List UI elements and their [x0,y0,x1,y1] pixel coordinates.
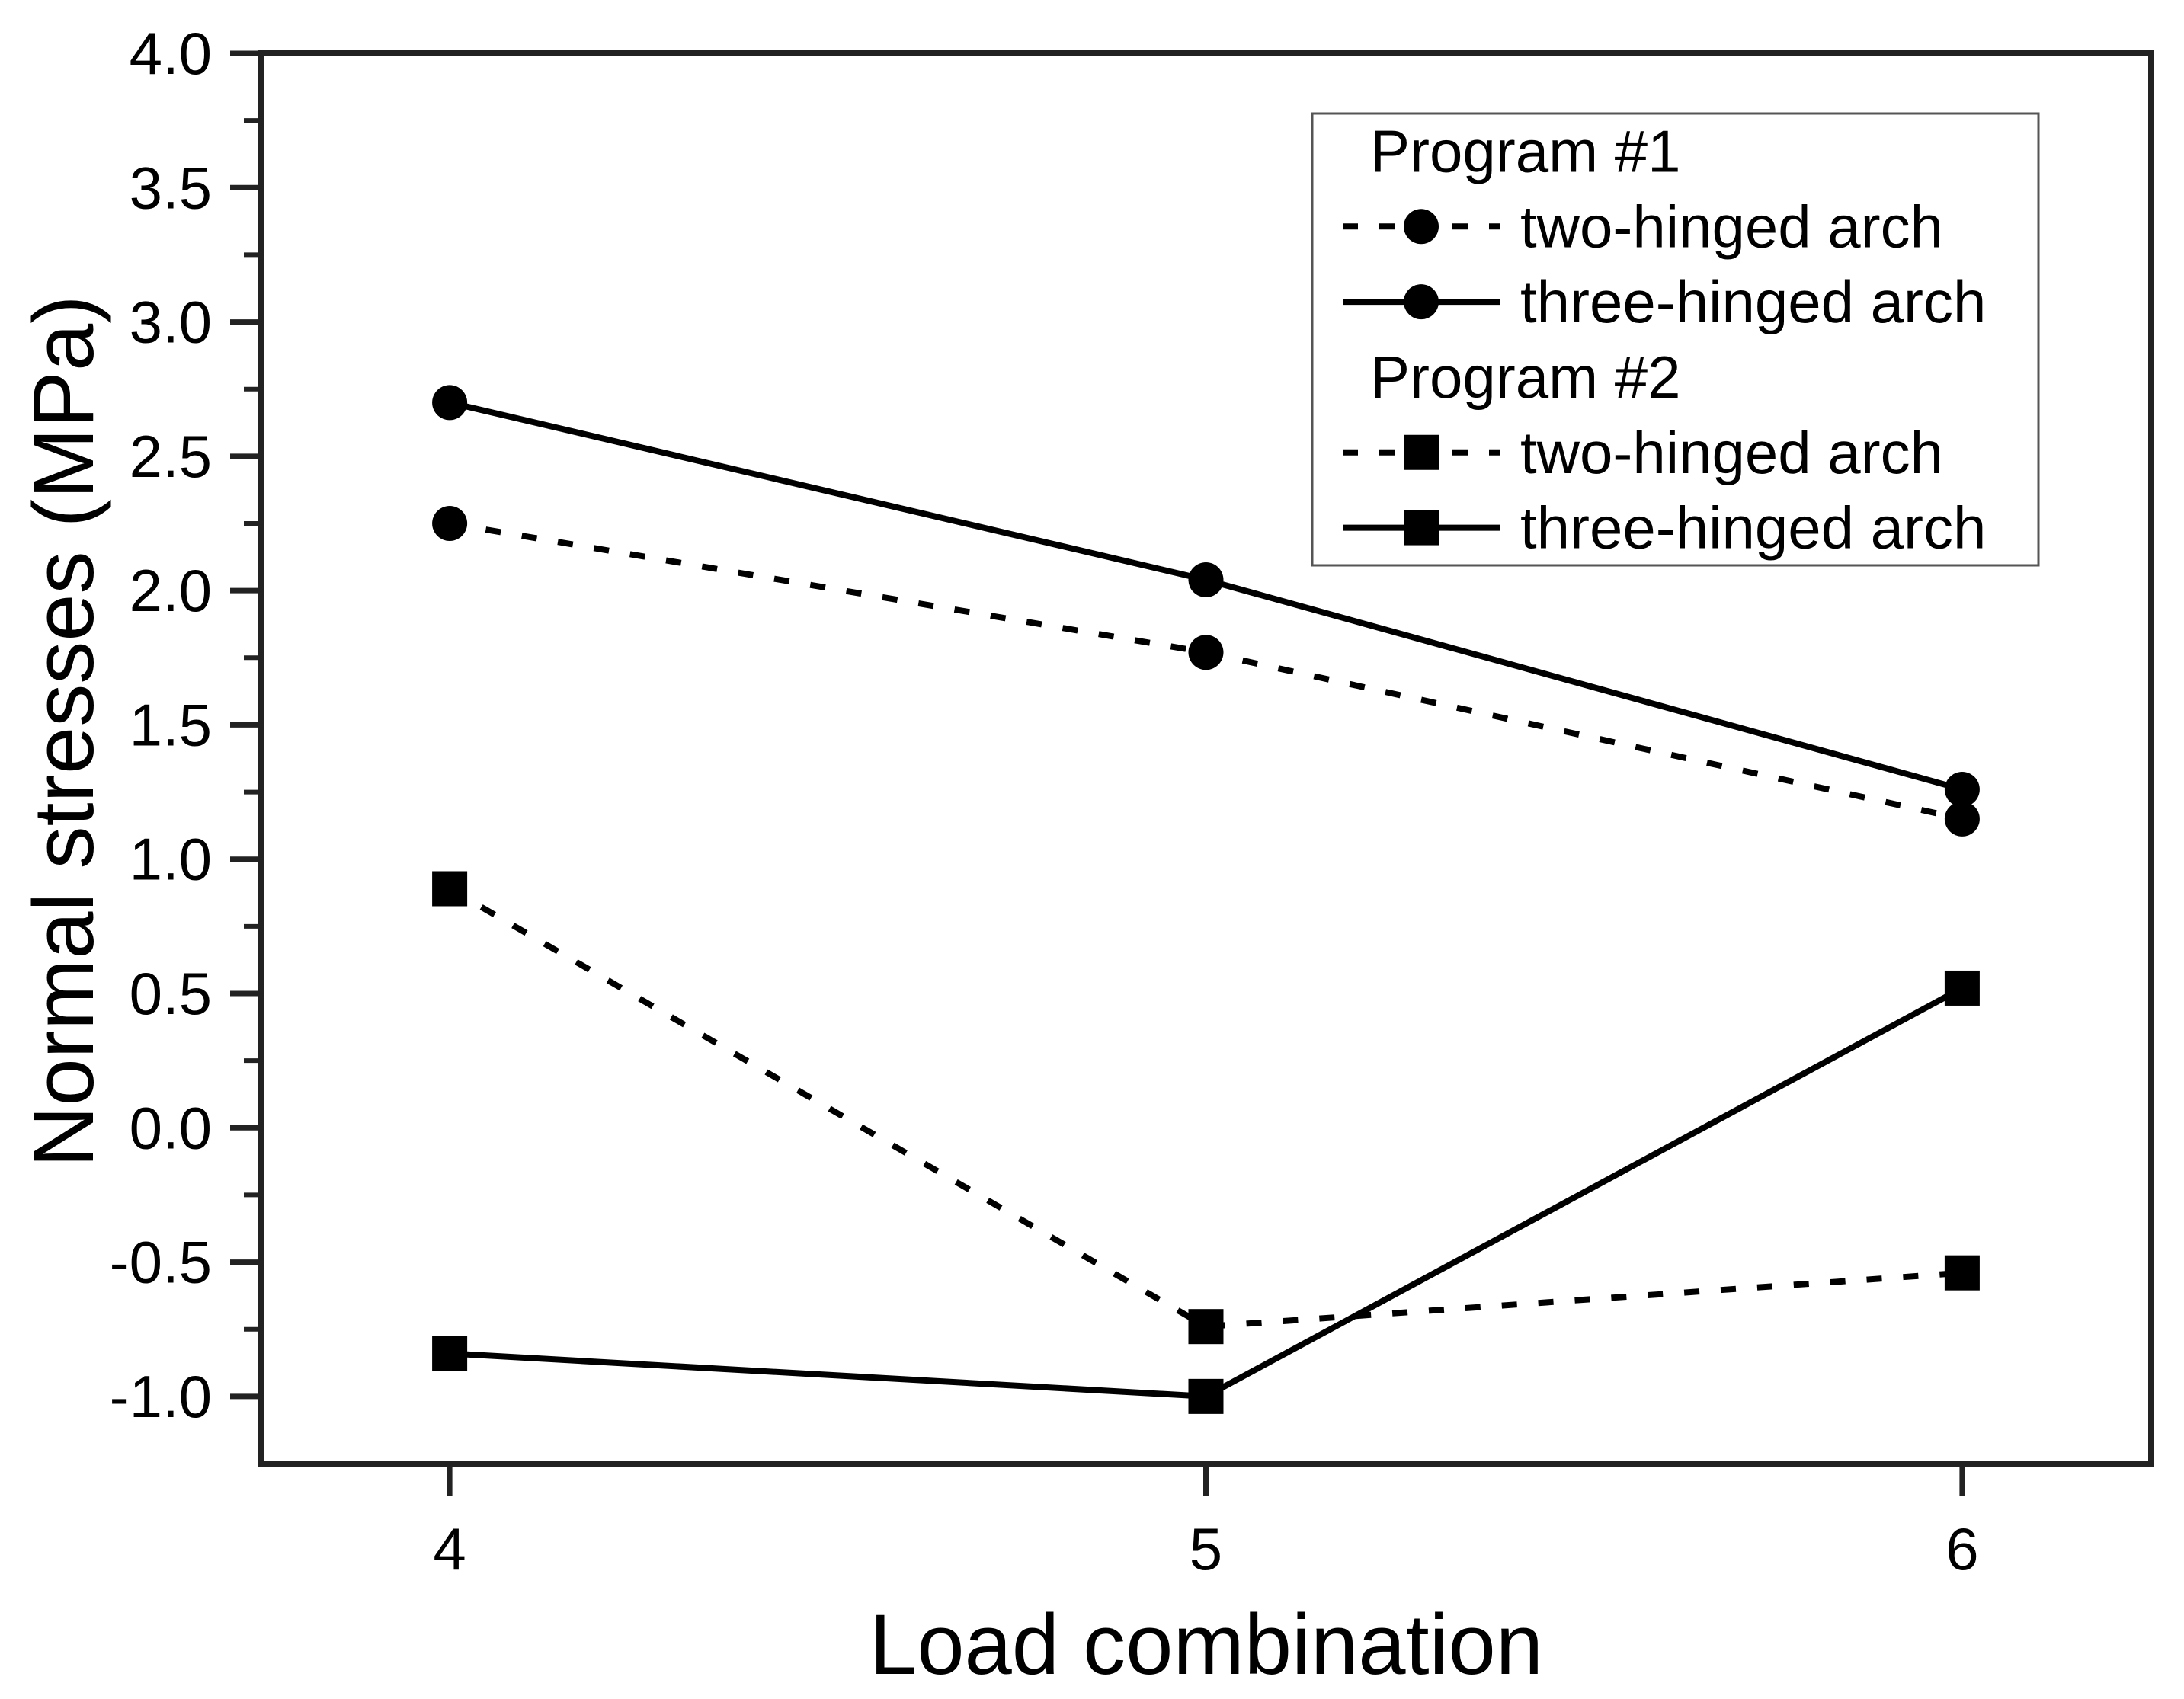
y-axis-tick-label: -1.0 [110,1363,212,1430]
legend-header: Program #1 [1370,117,1681,184]
plot-layer: 4.0 3.5 3.0 2.5 2.0 1.5 1.0 0.5 0.0 -0.5 -1.0 4 5 6 Pr… [110,20,2154,1582]
marker-circle-program1-three-hinged-arch [432,385,468,421]
marker-square-program2-three-hinged-arch [432,1336,468,1371]
y-axis-tick-label: 1.0 [130,826,212,893]
y-axis-tick-label: 2.0 [130,557,212,624]
y-axis-tick-label: 3.5 [130,154,212,221]
marker-square-program2-two-hinged-arch [1944,1255,1980,1291]
legend-item-label: two-hinged arch [1520,193,1943,260]
legend-marker-circle [1404,284,1439,320]
y-axis-tick-label: 0.5 [130,960,212,1027]
legend-item-label: three-hinged arch [1520,268,1986,335]
legend-item-label: two-hinged arch [1520,419,1943,486]
x-axis-tick-label: 5 [1190,1515,1222,1582]
y-axis-tick-label: -0.5 [110,1229,212,1296]
legend-header: Program #2 [1370,344,1681,411]
legend-marker-square [1404,510,1439,546]
x-axis-tick-label: 6 [1945,1515,1978,1582]
y-axis-tick-label: 4.0 [130,20,212,87]
x-axis-title: Load combination [869,1597,1543,1692]
marker-circle-program1-three-hinged-arch [1944,772,1980,808]
series-line-program1-two-hinged-arch [449,520,1963,822]
y-axis-title: Normal stresses (MPa) [16,295,111,1167]
x-axis-tick-label: 4 [433,1515,466,1582]
legend-marker-circle [1404,209,1439,245]
legend-marker-square [1404,434,1439,470]
legend-item-label: three-hinged arch [1520,494,1986,562]
y-axis-tick-label: 3.0 [130,289,212,356]
marker-square-program2-two-hinged-arch [1188,1309,1224,1345]
y-axis-tick-label: 1.5 [130,691,212,758]
marker-circle-program1-two-hinged-arch [1944,801,1980,837]
marker-circle-program1-two-hinged-arch [1188,635,1224,670]
marker-square-program2-two-hinged-arch [432,871,468,907]
marker-circle-program1-two-hinged-arch [432,506,468,541]
legend-box [1311,112,2040,567]
marker-square-program2-three-hinged-arch [1944,970,1980,1006]
marker-square-program2-three-hinged-arch [1188,1378,1224,1414]
y-axis-tick-label: 2.5 [130,423,212,490]
marker-circle-program1-three-hinged-arch [1188,562,1224,598]
y-axis-tick-label: 0.0 [130,1094,212,1161]
